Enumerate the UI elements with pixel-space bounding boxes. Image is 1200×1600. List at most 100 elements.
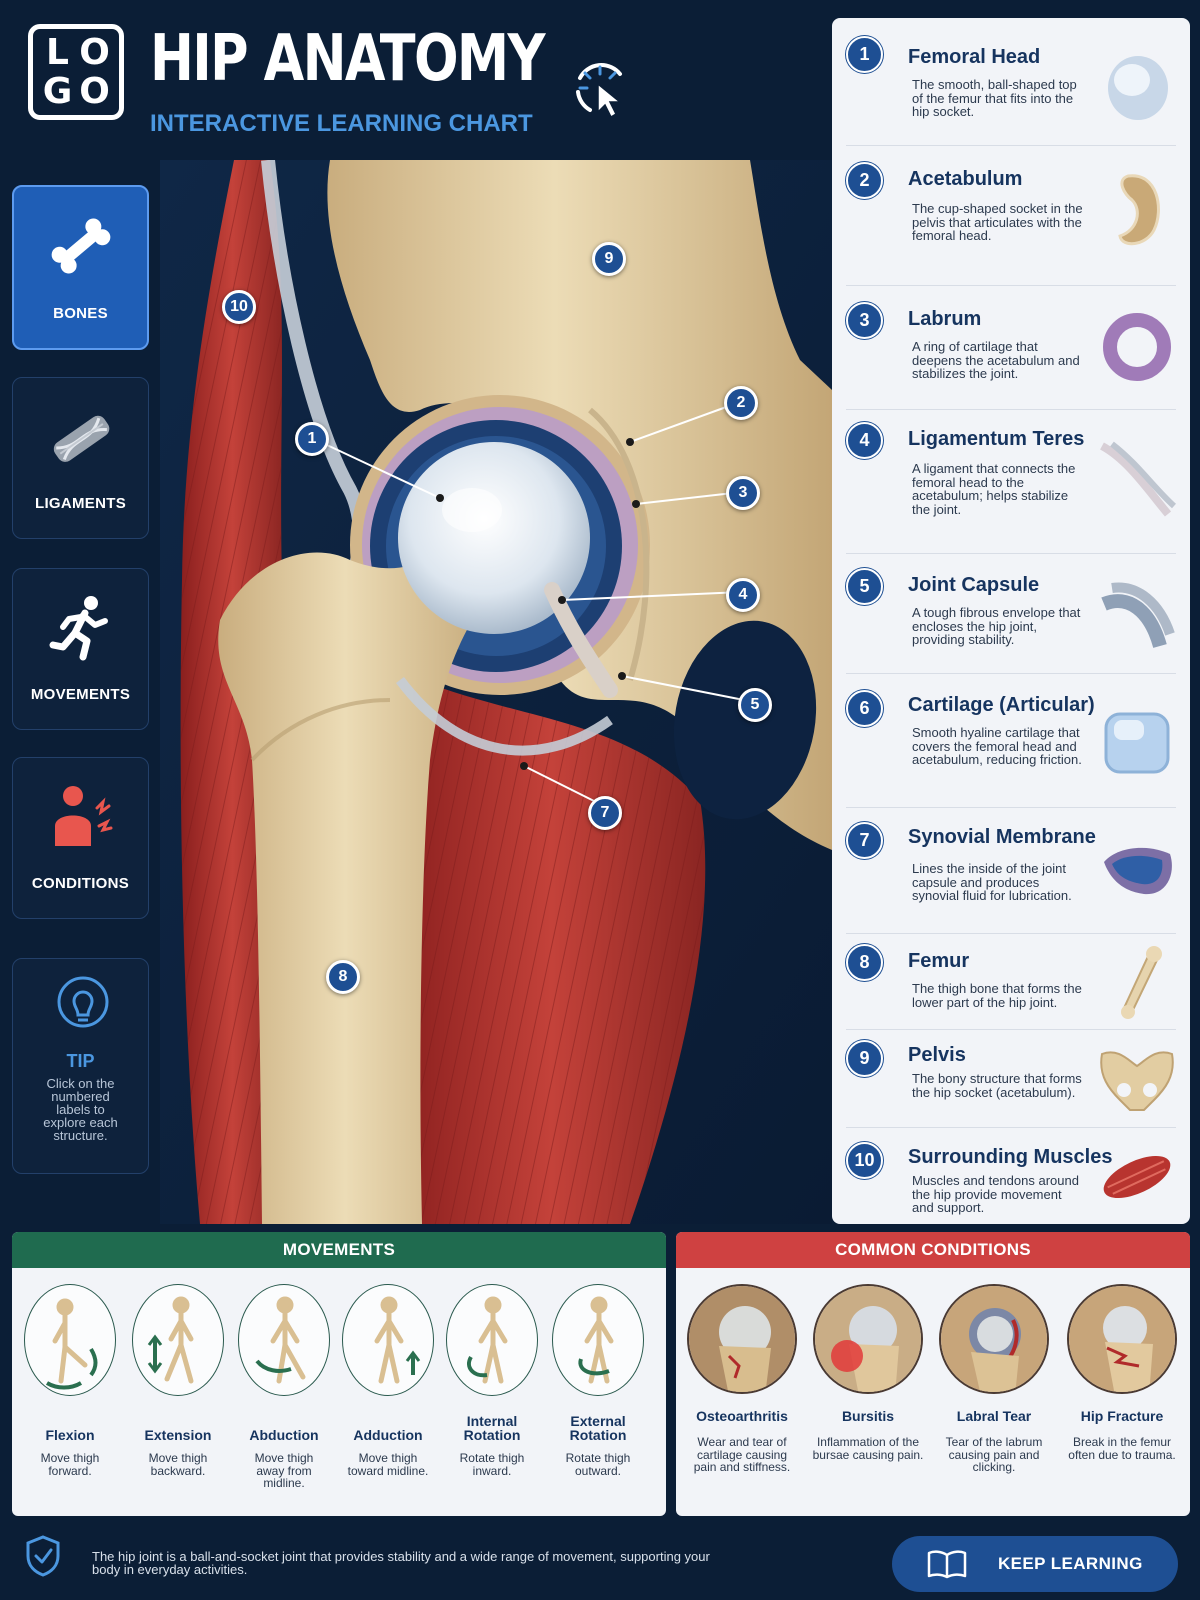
legend-item-cartilage[interactable]: 6 Cartilage (Articular) Smooth hyaline c… xyxy=(846,674,1176,808)
movement-name: Adduction xyxy=(353,1427,423,1443)
keep-learning-label: KEEP LEARNING xyxy=(998,1554,1143,1573)
running-person-icon xyxy=(13,593,148,665)
structure-marker-10[interactable]: 10 xyxy=(222,290,256,324)
nav-label: MOVEMENTS xyxy=(30,686,131,703)
legend-name: Pelvis xyxy=(908,1044,966,1066)
movement-internal-rotation[interactable]: Internal Rotation Rotate thigh inward. xyxy=(440,1284,544,1477)
legend-desc: Smooth hyaline cartilage that covers the… xyxy=(912,725,1082,767)
structure-legend: 1 Femoral Head The smooth, ball-shaped t… xyxy=(832,18,1190,1224)
movement-external-rotation[interactable]: External Rotation Rotate thigh outward. xyxy=(546,1284,650,1477)
legend-item-pelvis[interactable]: 9 Pelvis The bony structure that forms t… xyxy=(846,1030,1176,1128)
legend-number: 4 xyxy=(846,422,883,459)
structure-marker-5[interactable]: 5 xyxy=(738,688,772,722)
condition-osteoarthritis[interactable]: Osteoarthritis Wear and tear of cartilag… xyxy=(680,1284,804,1474)
acetabulum-thumbnail xyxy=(1118,174,1160,246)
click-cursor-icon xyxy=(576,63,623,119)
movement-desc: Move thigh backward. xyxy=(148,1451,208,1478)
movements-panel: MOVEMENTS Flexion Move thigh forward. Ex… xyxy=(12,1232,666,1516)
movement-name: Internal Rotation xyxy=(463,1413,521,1443)
condition-name: Hip Fracture xyxy=(1080,1408,1164,1424)
condition-labral-tear[interactable]: Labral Tear Tear of the labrum causing p… xyxy=(932,1284,1056,1474)
condition-hip-fracture[interactable]: Hip Fracture Break in the femur often du… xyxy=(1060,1284,1184,1461)
condition-bursitis[interactable]: Bursitis Inflammation of the bursae caus… xyxy=(806,1284,930,1461)
internal-rotation-figure xyxy=(446,1284,538,1396)
legend-item-femoral-head[interactable]: 1 Femoral Head The smooth, ball-shaped t… xyxy=(846,18,1176,146)
nav-label: CONDITIONS xyxy=(31,875,130,892)
legend-number: 8 xyxy=(846,944,883,981)
shield-check-icon xyxy=(26,1535,60,1577)
movement-name: Extension xyxy=(144,1427,212,1443)
condition-name: Osteoarthritis xyxy=(696,1408,788,1424)
legend-item-femur[interactable]: 8 Femur The thigh bone that forms the lo… xyxy=(846,934,1176,1030)
conditions-header: COMMON CONDITIONS xyxy=(676,1232,1190,1268)
legend-item-ligamentum-teres[interactable]: 4 Ligamentum Teres A ligament that conne… xyxy=(846,410,1176,554)
legend-desc: Muscles and tendons around the hip provi… xyxy=(912,1173,1079,1215)
header: L O G O HIP ANATOMY INTERACTIVE LEARNING… xyxy=(0,0,830,158)
keep-learning-button[interactable]: KEEP LEARNING xyxy=(892,1536,1178,1592)
joint-capsule-thumbnail xyxy=(1101,582,1175,649)
condition-desc: Break in the femur often due to trauma. xyxy=(1068,1435,1176,1462)
structure-marker-2[interactable]: 2 xyxy=(724,386,758,420)
structure-marker-7[interactable]: 7 xyxy=(588,796,622,830)
legend-item-joint-capsule[interactable]: 5 Joint Capsule A tough fibrous envelope… xyxy=(846,554,1176,674)
osteoarthritis-image xyxy=(687,1284,797,1394)
extension-figure xyxy=(132,1284,224,1396)
condition-desc: Wear and tear of cartilage causing pain … xyxy=(693,1435,791,1474)
legend-item-synovial-membrane[interactable]: 7 Synovial Membrane Lines the inside of … xyxy=(846,808,1176,934)
structure-marker-3[interactable]: 3 xyxy=(726,476,760,510)
condition-desc: Tear of the labrum causing pain and clic… xyxy=(945,1435,1043,1474)
legend-item-acetabulum[interactable]: 2 Acetabulum The cup-shaped socket in th… xyxy=(846,146,1176,286)
footer-text: The hip joint is a ball-and-socket joint… xyxy=(92,1549,710,1577)
movement-adduction[interactable]: Adduction Move thigh toward midline. xyxy=(336,1284,440,1477)
condition-desc: Inflammation of the bursae causing pain. xyxy=(812,1435,924,1462)
cartilage-thumbnail xyxy=(1104,712,1170,774)
legend-desc: The smooth, ball-shaped top of the femur… xyxy=(912,77,1077,119)
movement-name: External Rotation xyxy=(569,1413,627,1443)
legend-desc: A tough fibrous envelope that encloses t… xyxy=(912,605,1081,647)
legend-number: 5 xyxy=(846,568,883,605)
legend-desc: Lines the inside of the joint capsule an… xyxy=(912,861,1072,903)
legend-desc: A ring of cartilage that deepens the ace… xyxy=(912,339,1080,381)
logo-letter: L xyxy=(46,31,69,73)
structure-marker-1[interactable]: 1 xyxy=(295,422,329,456)
bone-icon xyxy=(14,211,147,283)
legend-number: 2 xyxy=(846,162,883,199)
legend-desc: The thigh bone that forms the lower part… xyxy=(912,981,1082,1010)
nav-movements-button[interactable]: MOVEMENTS xyxy=(12,568,149,730)
condition-name: Labral Tear xyxy=(956,1408,1032,1424)
labral-tear-image xyxy=(939,1284,1049,1394)
structure-marker-8[interactable]: 8 xyxy=(326,960,360,994)
abduction-figure xyxy=(238,1284,330,1396)
movement-name: Abduction xyxy=(249,1427,319,1443)
pelvis-thumbnail xyxy=(1100,1051,1174,1111)
femur-thumbnail xyxy=(1121,946,1162,1019)
nav-ligaments-button[interactable]: LIGAMENTS xyxy=(12,377,149,539)
legend-name: Surrounding Muscles xyxy=(908,1146,1113,1168)
condition-name: Bursitis xyxy=(841,1408,895,1424)
hip-fracture-image xyxy=(1067,1284,1177,1394)
synovial-membrane-thumbnail xyxy=(1104,847,1172,895)
movement-desc: Rotate thigh inward. xyxy=(459,1451,525,1478)
nav-bones-button[interactable]: BONES xyxy=(12,185,149,350)
movement-extension[interactable]: Extension Move thigh backward. xyxy=(126,1284,230,1477)
structure-marker-4[interactable]: 4 xyxy=(726,578,760,612)
legend-number: 7 xyxy=(846,822,883,859)
logo-letter: G xyxy=(42,70,73,112)
hip-joint-diagram xyxy=(160,160,832,1224)
tip-box: TIP Click on the numbered labels to expl… xyxy=(12,958,149,1174)
legend-item-muscles[interactable]: 10 Surrounding Muscles Muscles and tendo… xyxy=(846,1128,1176,1224)
legend-desc: A ligament that connects the femoral hea… xyxy=(912,461,1076,517)
legend-item-labrum[interactable]: 3 Labrum A ring of cartilage that deepen… xyxy=(846,286,1176,410)
nav-conditions-button[interactable]: CONDITIONS xyxy=(12,757,149,919)
page-title: HIP ANATOMY xyxy=(150,22,545,96)
legend-name: Joint Capsule xyxy=(908,574,1040,596)
legend-name: Synovial Membrane xyxy=(908,826,1096,848)
movement-flexion[interactable]: Flexion Move thigh forward. xyxy=(18,1284,122,1477)
structure-marker-9[interactable]: 9 xyxy=(592,242,626,276)
movement-abduction[interactable]: Abduction Move thigh away from midline. xyxy=(232,1284,336,1490)
book-icon xyxy=(927,1550,967,1579)
movement-name: Flexion xyxy=(45,1427,95,1443)
tip-text: Click on the numbered labels to explore … xyxy=(43,1076,118,1143)
pain-person-icon xyxy=(13,782,148,854)
legend-number: 9 xyxy=(846,1040,883,1077)
